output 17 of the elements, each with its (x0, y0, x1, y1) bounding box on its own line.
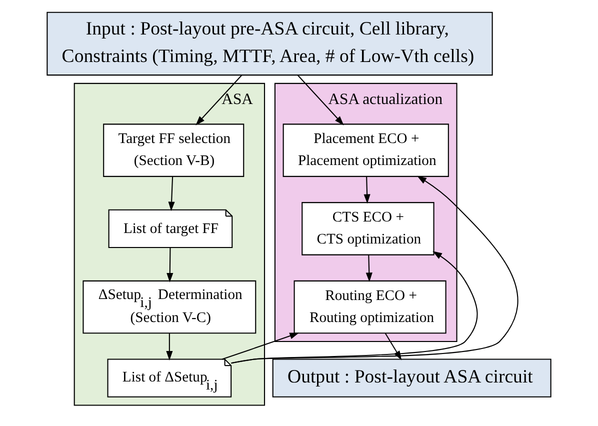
arrow (231, 251, 478, 364)
node-box: Output : Post-layout ASA circuit (272, 358, 552, 398)
node-box: Input : Post-layout pre-ASA circuit, Cell library, Constraints (Timing, MTTF, Area, # of Low-Vth cells) (46, 12, 493, 76)
arrow (222, 332, 300, 360)
node-box: Routing ECO + Routing optimization (294, 280, 446, 334)
node-box: Target FF selection (Section V-B) (103, 124, 244, 177)
arrow (166, 333, 173, 360)
arrow (231, 176, 518, 364)
node-box: Placement ECO + Placement optimization (282, 124, 449, 177)
arrow (166, 248, 174, 282)
arrow (297, 74, 344, 126)
arrow (366, 255, 372, 282)
arrow (196, 74, 242, 126)
arrow (168, 176, 175, 212)
arrow (364, 176, 370, 204)
node-box: CTS ECO + CTS optimization (302, 202, 434, 256)
arrow (384, 333, 402, 360)
